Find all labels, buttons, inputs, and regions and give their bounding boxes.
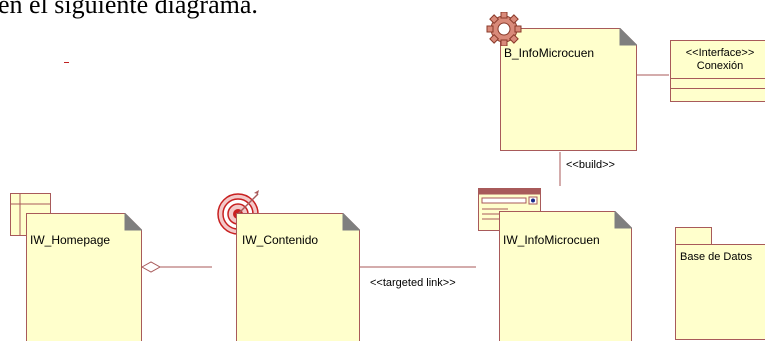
iw-contenido-node[interactable]: IW_Contenido — [236, 213, 360, 341]
b-infomicrocuen-label: B_InfoMicrocuen — [504, 46, 595, 60]
b-infomicrocuen-node[interactable]: B_InfoMicrocuen — [500, 28, 637, 151]
iw-homepage-label: IW_Homepage — [30, 233, 111, 247]
interface-divider — [671, 88, 765, 89]
aggregation-diamond-icon — [140, 261, 162, 273]
red-dash-mark — [64, 62, 69, 63]
interface-conexion[interactable]: <<Interface>> Conexión — [670, 40, 765, 102]
iw-infomicrocuen-label: IW_InfoMicrocuen — [503, 233, 600, 247]
interface-name: Conexión — [696, 60, 744, 72]
iw-contenido-label: IW_Contenido — [242, 233, 319, 247]
package-base-de-datos[interactable]: Base de Datos — [675, 227, 765, 340]
interface-stereotype: <<Interface>> — [685, 47, 755, 59]
build-connector-label: <<build>> — [566, 159, 615, 171]
gear-icon — [486, 12, 522, 46]
iw-infomicrocuen-node[interactable]: IW_InfoMicrocuen — [499, 211, 632, 341]
interface-divider — [671, 78, 765, 79]
iw-homepage-node[interactable]: IW_Homepage — [26, 213, 142, 341]
page-heading: en el siguiente diagrama. — [0, 0, 258, 19]
targeted-link-label: <<targeted link>> — [370, 277, 456, 289]
package-label: Base de Datos — [680, 251, 753, 263]
